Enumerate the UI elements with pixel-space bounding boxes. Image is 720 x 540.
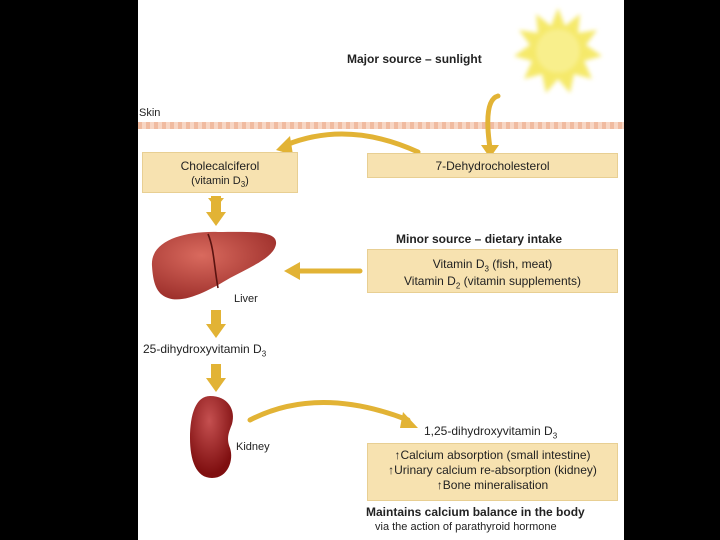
diagram-canvas: Major source – sunlight Skin Cholecalc — [138, 0, 624, 540]
summary-title: Maintains calcium balance in the body — [366, 505, 585, 519]
major-source-label: Major source – sunlight — [347, 52, 482, 66]
hydroxy125-label: 1,25-dihydroxyvitamin D3 — [424, 424, 558, 441]
dehydro-to-chole-arrow — [283, 131, 421, 155]
cholecalciferol-box: Cholecalciferol (vitamin D3) — [142, 152, 298, 193]
effects-box: ↑Calcium absorption (small intestine) ↑U… — [367, 443, 618, 501]
effect-item: ↑Urinary calcium re-absorption (kidney) — [388, 463, 597, 477]
dietary-source-d3: Vitamin D3 (fish, meat) — [432, 257, 553, 274]
effect-item: ↑Calcium absorption (small intestine) — [394, 448, 591, 462]
dietary-source-d2: Vitamin D2 (vitamin supplements) — [404, 274, 581, 291]
effect-item: ↑Bone mineralisation — [436, 478, 549, 492]
skin-layer — [138, 122, 624, 129]
hydroxy25-label: 25-dihydroxyvitamin D3 — [143, 342, 267, 359]
kidney-to-125-arrow — [247, 400, 411, 423]
cholecalciferol-label: Cholecalciferol — [180, 159, 260, 173]
skin-label: Skin — [139, 107, 161, 119]
kidney-label: Kidney — [236, 441, 270, 453]
vitamin-d3-label: (vitamin D3) — [191, 175, 249, 190]
sun-icon — [514, 8, 602, 93]
sun-to-dehydro-arrow — [485, 93, 501, 151]
summary-subtitle: via the action of parathyroid hormone — [375, 521, 557, 533]
kidney-icon — [190, 396, 234, 478]
dehydrocholesterol-box: 7-Dehydrocholesterol — [367, 153, 618, 178]
liver-label: Liver — [234, 293, 258, 305]
dehydrocholesterol-label: 7-Dehydrocholesterol — [435, 159, 550, 173]
dietary-sources-box: Vitamin D3 (fish, meat) Vitamin D2 (vita… — [367, 249, 618, 293]
arrows-layer — [206, 93, 501, 428]
minor-source-title: Minor source – dietary intake — [396, 232, 563, 246]
liver-icon — [151, 231, 277, 300]
